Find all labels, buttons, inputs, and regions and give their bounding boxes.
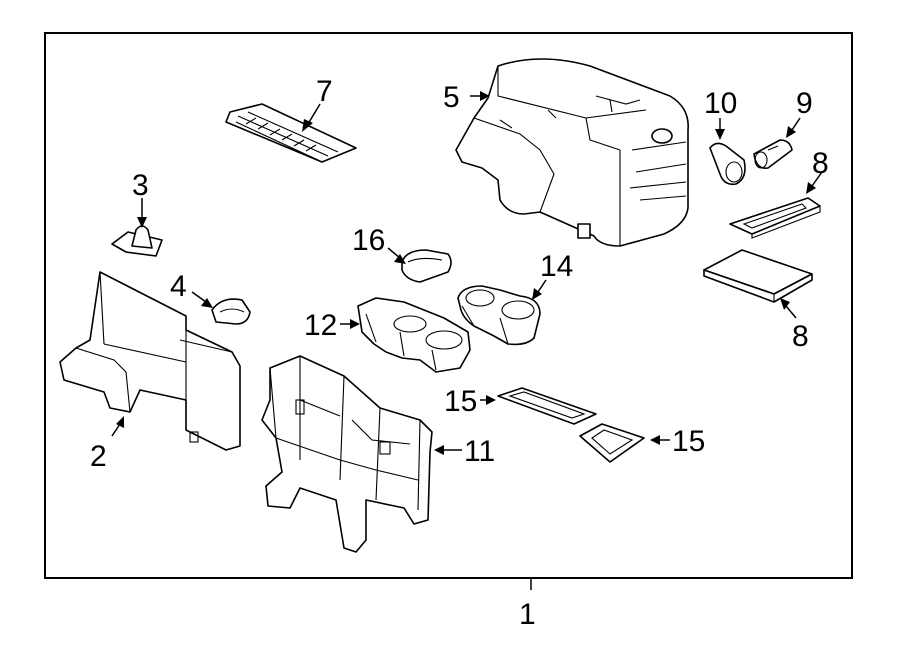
callout-10: 10 — [704, 87, 737, 120]
part-3-clip — [111, 225, 163, 257]
callout-11: 11 — [464, 435, 495, 468]
callout-7: 8 — [812, 147, 829, 180]
callout-1: 1 — [519, 598, 536, 631]
part-11-console-base — [261, 355, 433, 553]
callout-9: 9 — [796, 87, 813, 120]
callout-4: 4 — [170, 270, 187, 303]
callout-3: 3 — [132, 169, 149, 202]
part-8-lid-pad — [703, 249, 813, 303]
diagram-frame — [44, 32, 853, 579]
callout-5: 5 — [443, 81, 460, 114]
callout-6: 7 — [316, 75, 333, 108]
callout-15-out: 15 — [672, 425, 705, 458]
part-2-side-panel — [59, 271, 241, 451]
callout-2: 2 — [90, 440, 107, 473]
callout-16: 16 — [352, 224, 385, 257]
part-12-cup-holder — [357, 297, 471, 373]
callout-12: 12 — [304, 309, 337, 342]
part-4-bracket — [211, 298, 251, 325]
part-14-mat — [497, 387, 597, 425]
callout-8-label: 8 — [792, 320, 809, 353]
part-7-tray — [729, 197, 821, 239]
part-9-lamp — [753, 139, 793, 170]
part-13-cup-holder-insert — [457, 285, 541, 346]
part-16-cup-insert — [401, 249, 452, 283]
callout-14-primary: 15 — [444, 385, 477, 418]
part-15-small-mat — [579, 423, 645, 463]
part-6-mat — [225, 103, 357, 163]
part-10-knob — [709, 142, 746, 186]
callout-13: 14 — [540, 250, 573, 283]
part-5-console-housing — [455, 58, 689, 247]
